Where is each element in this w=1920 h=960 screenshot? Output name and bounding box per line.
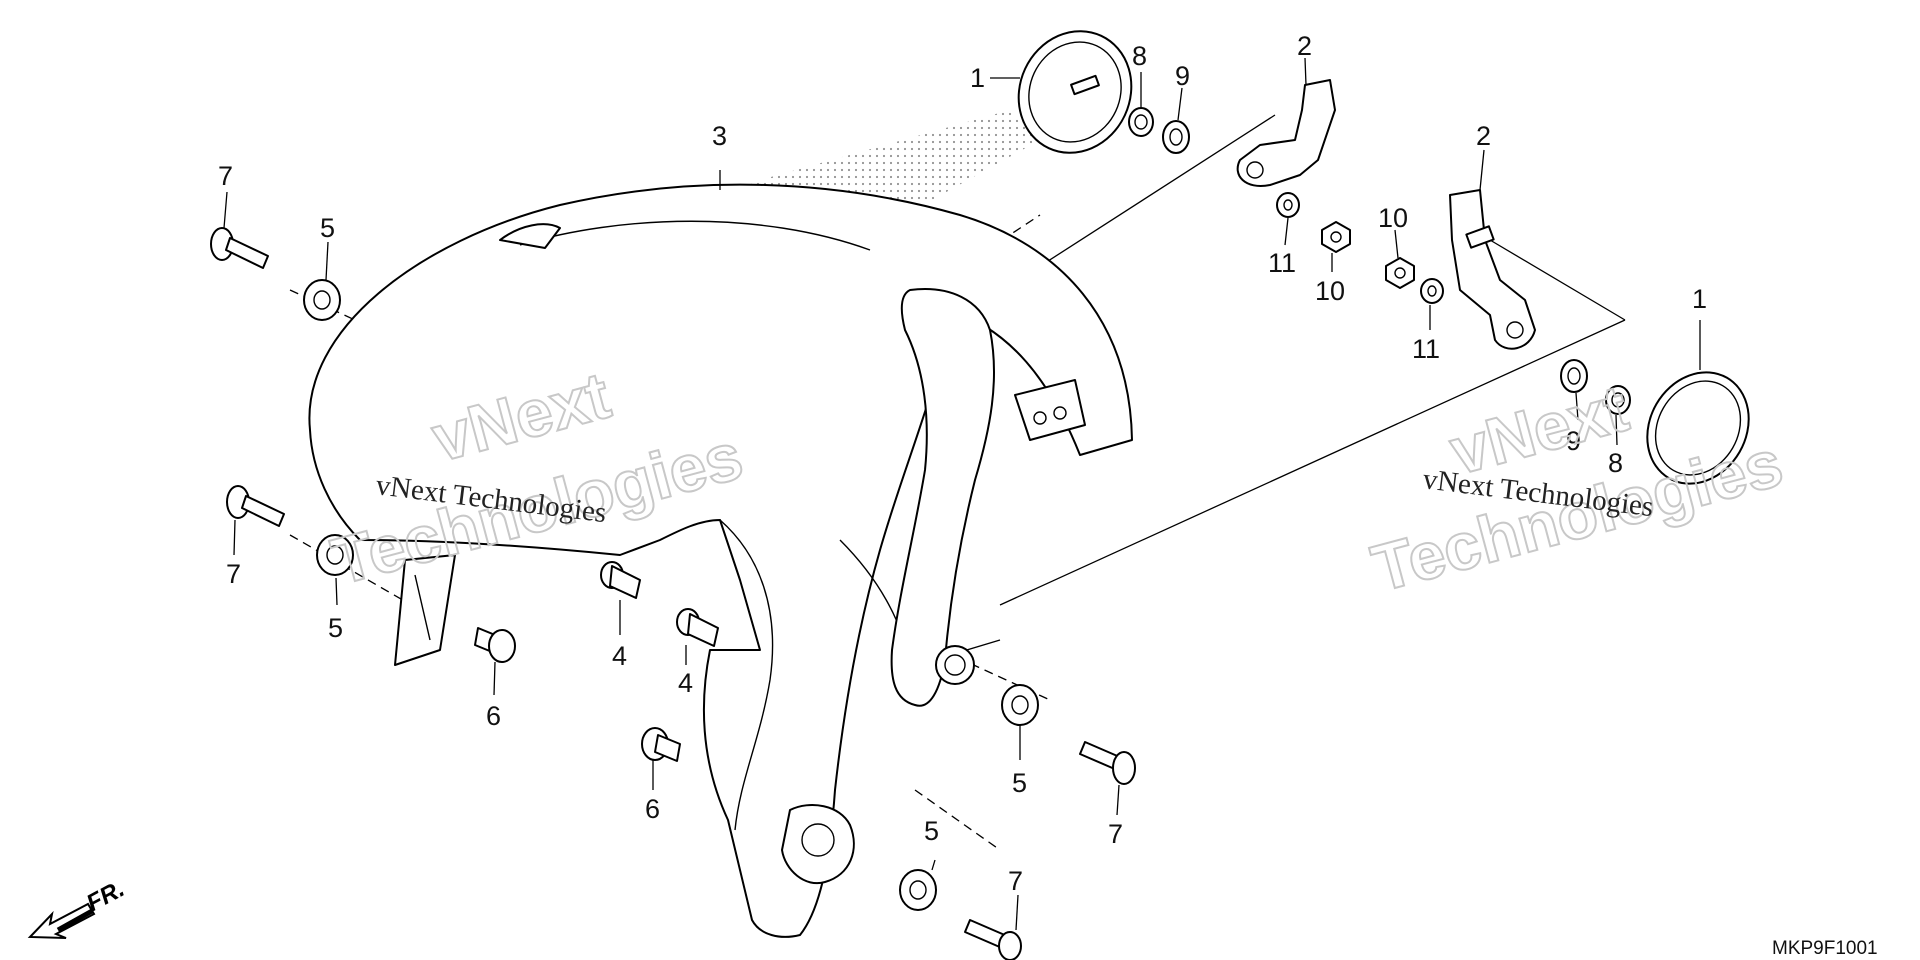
grommet-part-5-bottom[interactable] bbox=[899, 869, 937, 911]
diagram-code: MKP9F1001 bbox=[1772, 938, 1878, 959]
front-fender-part-3[interactable] bbox=[308, 183, 1133, 938]
nut-part-10-left[interactable] bbox=[1321, 221, 1351, 253]
callout-3: 3 bbox=[712, 121, 727, 151]
arrow-left-down-icon bbox=[27, 902, 96, 939]
callout-5-mid-left: 5 bbox=[328, 613, 343, 643]
callout-2-left: 2 bbox=[1297, 31, 1312, 61]
callout-8-right: 8 bbox=[1608, 448, 1623, 478]
callout-7-right: 7 bbox=[1108, 819, 1123, 849]
callout-5-right: 5 bbox=[1012, 768, 1027, 798]
callout-7-upper-left: 7 bbox=[218, 161, 233, 191]
bolt-part-7-upper-left[interactable] bbox=[210, 227, 269, 269]
callout-9-top: 9 bbox=[1175, 61, 1190, 91]
cover-part-1-top[interactable] bbox=[999, 13, 1151, 172]
cover-part-1-right[interactable] bbox=[1627, 354, 1768, 502]
collar-part-6-bottom[interactable] bbox=[641, 727, 681, 762]
collar-part-6-left[interactable] bbox=[474, 627, 516, 663]
callout-1-top: 1 bbox=[970, 63, 985, 93]
callout-7-mid-left: 7 bbox=[226, 559, 241, 589]
bolt-part-7-right[interactable] bbox=[1079, 741, 1136, 785]
bracket-part-2-right[interactable] bbox=[1449, 189, 1536, 350]
callout-11-right: 11 bbox=[1412, 334, 1440, 364]
collar-part-4-right[interactable] bbox=[676, 608, 719, 647]
callout-5-upper-left: 5 bbox=[320, 213, 335, 243]
callout-leaders bbox=[223, 57, 1701, 931]
grommet-part-9-top[interactable] bbox=[1162, 120, 1190, 154]
bracket-part-2-left[interactable] bbox=[1236, 79, 1336, 187]
callout-4-right: 4 bbox=[678, 668, 693, 698]
bolt-part-7-mid-left[interactable] bbox=[226, 485, 285, 527]
callout-11-left: 11 bbox=[1268, 248, 1296, 278]
collar-part-8-top[interactable] bbox=[1128, 107, 1154, 137]
callout-10-left: 10 bbox=[1315, 276, 1345, 306]
washer-part-11-left[interactable] bbox=[1276, 192, 1300, 218]
callout-5-bottom: 5 bbox=[924, 816, 939, 846]
callout-7-bottom: 7 bbox=[1008, 866, 1023, 896]
callout-6-left: 6 bbox=[486, 701, 501, 731]
callout-10-right: 10 bbox=[1378, 203, 1408, 233]
callout-2-right: 2 bbox=[1476, 121, 1491, 151]
washer-part-11-right[interactable] bbox=[1420, 278, 1444, 304]
front-direction-indicator: FR. bbox=[27, 875, 129, 939]
collar-part-4-left[interactable] bbox=[600, 561, 641, 599]
nut-part-10-right[interactable] bbox=[1385, 257, 1415, 289]
grommet-part-5-right[interactable] bbox=[1001, 684, 1039, 726]
grommet-part-5-mid-left[interactable] bbox=[316, 534, 354, 576]
callout-9-right: 9 bbox=[1566, 426, 1581, 456]
collar-part-8-right[interactable] bbox=[1605, 385, 1631, 415]
grommet-part-9-right[interactable] bbox=[1560, 359, 1588, 393]
callout-6-bottom: 6 bbox=[645, 794, 660, 824]
bolt-part-7-bottom[interactable] bbox=[964, 919, 1022, 960]
callout-4-left: 4 bbox=[612, 641, 627, 671]
callout-1-right: 1 bbox=[1692, 284, 1707, 314]
callout-labels: 1 1 2 2 3 4 4 5 5 5 5 6 6 7 7 7 7 8 8 9 … bbox=[218, 31, 1707, 896]
grommet-part-5-upper-left[interactable] bbox=[303, 279, 341, 321]
callout-8-top: 8 bbox=[1132, 41, 1147, 71]
